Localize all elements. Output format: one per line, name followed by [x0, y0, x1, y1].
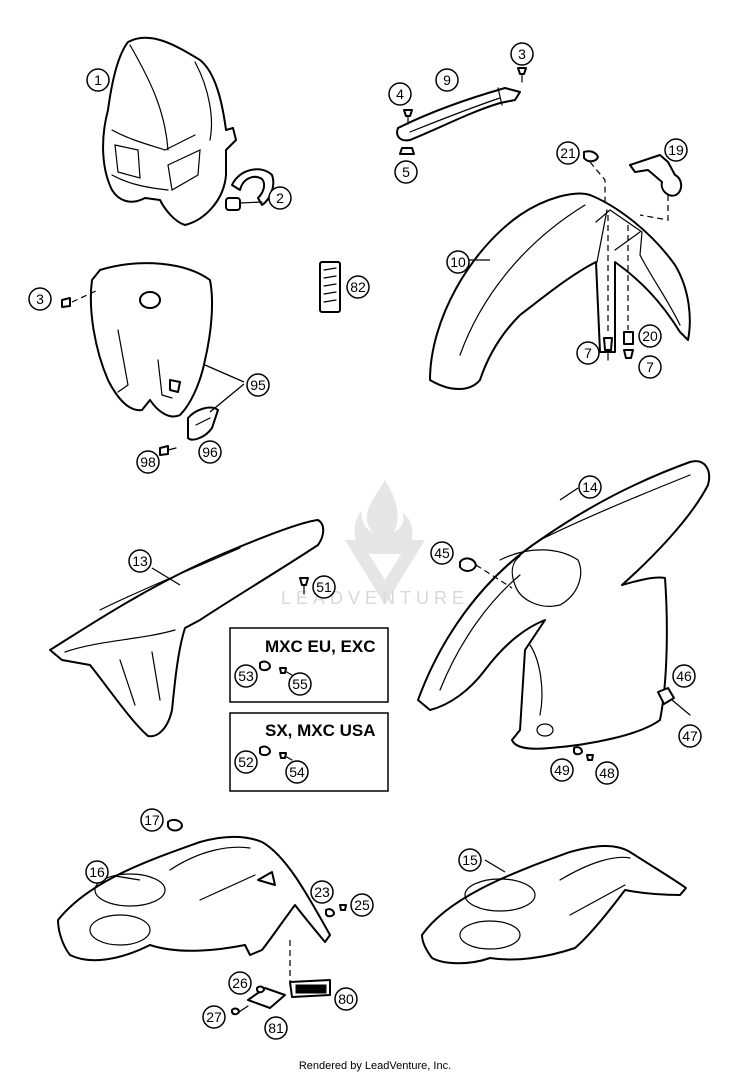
- svg-text:21: 21: [560, 145, 576, 161]
- callout-46: 46: [672, 664, 696, 688]
- svg-text:16: 16: [89, 864, 105, 880]
- callout-51: 51: [312, 575, 336, 599]
- callout-3: 3: [28, 287, 52, 311]
- callout-17: 17: [140, 808, 164, 832]
- svg-text:53: 53: [238, 668, 254, 684]
- callout-80: 80: [334, 987, 358, 1011]
- callout-14: 14: [578, 475, 602, 499]
- callout-53: 53: [234, 664, 258, 688]
- callout-25: 25: [350, 893, 374, 917]
- svg-text:5: 5: [402, 164, 410, 180]
- callout-47: 47: [678, 724, 702, 748]
- svg-text:54: 54: [289, 764, 305, 780]
- license-plate-bracket-part: [231, 979, 331, 1016]
- callout-7: 7: [638, 355, 662, 379]
- svg-text:46: 46: [676, 668, 692, 684]
- side-panel-part: [417, 460, 710, 761]
- svg-text:51: 51: [316, 579, 332, 595]
- callout-10: 10: [446, 250, 470, 274]
- svg-text:23: 23: [314, 884, 330, 900]
- svg-text:19: 19: [668, 142, 684, 158]
- callout-3: 3: [510, 42, 534, 66]
- headlight-mask-part: [102, 36, 237, 226]
- callout-52: 52: [234, 750, 258, 774]
- callout-48: 48: [595, 761, 619, 785]
- callout-4: 4: [388, 82, 412, 106]
- callout-23: 23: [310, 880, 334, 904]
- svg-text:26: 26: [232, 975, 248, 991]
- svg-text:7: 7: [646, 359, 654, 375]
- svg-text:55: 55: [292, 676, 308, 692]
- callout-19: 19: [664, 138, 688, 162]
- callout-96: 96: [198, 440, 222, 464]
- variant-box-usa-title: SX, MXC USA: [265, 721, 376, 740]
- svg-text:14: 14: [582, 479, 598, 495]
- svg-text:27: 27: [206, 1009, 222, 1025]
- footer-credit: Rendered by LeadVenture, Inc.: [298, 1060, 452, 1072]
- callout-16: 16: [85, 860, 109, 884]
- svg-text:15: 15: [462, 852, 478, 868]
- svg-text:3: 3: [518, 46, 526, 62]
- callout-15: 15: [458, 848, 482, 872]
- svg-text:81: 81: [268, 1020, 284, 1036]
- callout-13: 13: [128, 549, 152, 573]
- callout-5: 5: [394, 160, 418, 184]
- svg-text:96: 96: [202, 444, 218, 460]
- svg-text:98: 98: [140, 454, 156, 470]
- callout-1: 1: [86, 68, 110, 92]
- front-fender-part: [429, 192, 691, 390]
- callout-95: 95: [246, 373, 270, 397]
- svg-text:10: 10: [450, 254, 466, 270]
- rear-fender-part: [49, 519, 325, 738]
- front-fender-graphic-part-15: [421, 845, 687, 965]
- fender-bracket-part: [583, 150, 683, 221]
- svg-text:80: 80: [338, 991, 354, 1007]
- reflector-part: [319, 261, 341, 313]
- svg-text:52: 52: [238, 754, 254, 770]
- svg-text:45: 45: [434, 545, 450, 561]
- callout-55: 55: [288, 672, 312, 696]
- callout-7: 7: [576, 341, 600, 365]
- svg-text:82: 82: [350, 279, 366, 295]
- callout-27: 27: [202, 1005, 226, 1029]
- svg-text:49: 49: [554, 762, 570, 778]
- svg-text:13: 13: [132, 553, 148, 569]
- callout-49: 49: [550, 758, 574, 782]
- svg-text:95: 95: [250, 377, 266, 393]
- callout-26: 26: [228, 971, 252, 995]
- variant-box-usa: SX, MXC USA: [229, 712, 389, 792]
- callout-82: 82: [346, 275, 370, 299]
- callout-54: 54: [285, 760, 309, 784]
- leadventure-watermark-logo: [345, 480, 425, 605]
- svg-text:2: 2: [276, 190, 284, 206]
- callout-20: 20: [638, 324, 662, 348]
- bracket-part: [396, 67, 527, 155]
- svg-text:1: 1: [94, 72, 102, 88]
- callout-98: 98: [136, 450, 160, 474]
- callout-2: 2: [268, 186, 292, 210]
- svg-text:9: 9: [443, 72, 451, 88]
- svg-text:17: 17: [144, 812, 160, 828]
- number-plate-part: [61, 262, 245, 456]
- variant-box-eu-title: MXC EU, EXC: [265, 637, 376, 656]
- callout-9: 9: [435, 68, 459, 92]
- svg-text:4: 4: [396, 86, 404, 102]
- callout-21: 21: [556, 141, 580, 165]
- callout-81: 81: [264, 1016, 288, 1040]
- front-fender-graphic-part-16: [57, 818, 347, 990]
- svg-text:20: 20: [642, 328, 658, 344]
- svg-text:7: 7: [584, 345, 592, 361]
- svg-text:47: 47: [682, 728, 698, 744]
- svg-text:25: 25: [354, 897, 370, 913]
- callout-45: 45: [430, 541, 454, 565]
- svg-text:3: 3: [36, 291, 44, 307]
- svg-text:48: 48: [599, 765, 615, 781]
- clamp-part: [225, 168, 275, 211]
